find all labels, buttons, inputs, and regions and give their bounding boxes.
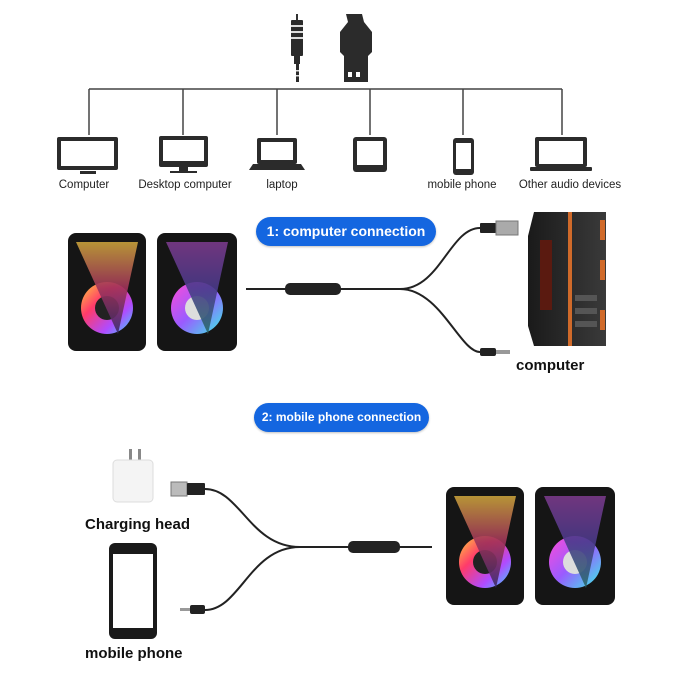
speaker-left	[68, 233, 146, 351]
mobile-connection-diagram	[109, 449, 615, 639]
monitor-icon	[57, 137, 118, 174]
charging-head-label: Charging head	[85, 516, 191, 533]
y-cable	[246, 227, 481, 353]
phone-icon	[453, 138, 474, 175]
speaker-left	[446, 487, 524, 605]
desktop-icon	[159, 136, 208, 173]
device-label-other-audio: Other audio devices	[518, 179, 622, 191]
mobile-phone-image	[109, 543, 157, 639]
usb-plug-icon	[480, 220, 519, 236]
charger-icon	[112, 449, 154, 503]
computer-connection-diagram	[68, 212, 606, 356]
compatibility-diagram	[57, 14, 592, 175]
connection-tree	[88, 88, 563, 135]
speaker-right	[157, 233, 237, 351]
computer-connection-badge: 1: computer connection	[256, 217, 436, 246]
usb-plug-icon	[170, 481, 205, 497]
tablet-icon	[353, 137, 387, 172]
device-label-laptop: laptop	[266, 179, 298, 191]
device-label-desktop: Desktop computer	[138, 179, 232, 191]
computer-tower-image	[528, 212, 606, 346]
laptop-large-icon	[530, 137, 592, 171]
audio-jack-icon	[291, 14, 303, 82]
mobile-phone-label: mobile phone	[85, 645, 183, 662]
device-label-phone: mobile phone	[427, 179, 497, 191]
speaker-right	[535, 487, 615, 605]
audio-jack-icon	[480, 348, 510, 356]
computer-label: computer	[516, 357, 585, 374]
laptop-icon	[249, 138, 305, 170]
audio-jack-icon	[180, 605, 205, 614]
volume-control	[285, 283, 341, 295]
device-label-computer: Computer	[58, 179, 110, 191]
volume-control	[348, 541, 400, 553]
mobile-connection-badge: 2: mobile phone connection	[254, 403, 429, 432]
usb-plug-icon	[340, 14, 372, 82]
